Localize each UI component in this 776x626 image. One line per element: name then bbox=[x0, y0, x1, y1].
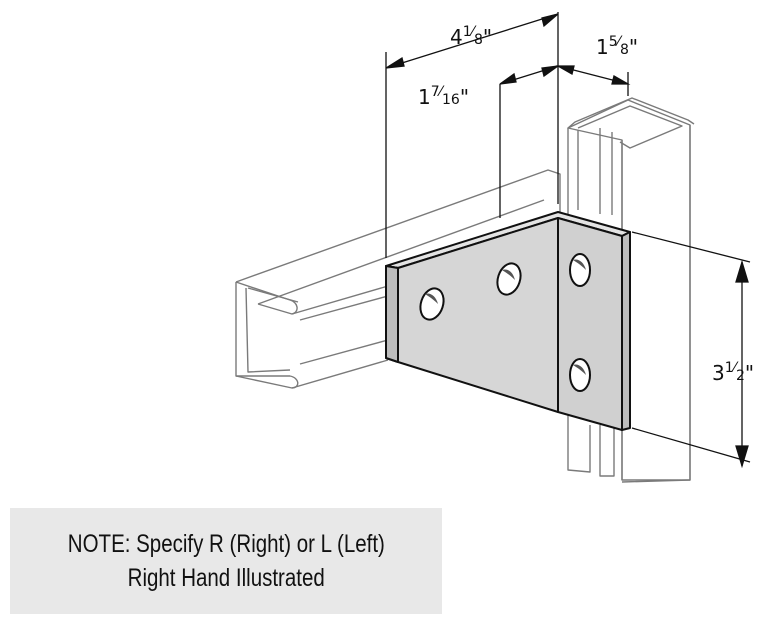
svg-text:15⁄8": 15⁄8" bbox=[596, 34, 638, 59]
hole-4 bbox=[569, 358, 591, 392]
dim-label-channel-width: 15⁄8" bbox=[596, 34, 638, 59]
hole-1 bbox=[419, 287, 445, 321]
svg-text:17⁄16": 17⁄16" bbox=[418, 84, 469, 109]
dim-label-hole-offset: 17⁄16" bbox=[418, 84, 469, 109]
hole-2 bbox=[496, 262, 522, 296]
dimension-lines bbox=[385, 12, 751, 469]
dim-label-overall-width: 41⁄8" bbox=[450, 24, 492, 49]
plate-holes bbox=[419, 253, 591, 392]
svg-text:31⁄2": 31⁄2" bbox=[712, 360, 754, 385]
note-line-2: Right Hand Illustrated bbox=[127, 564, 325, 592]
hole-3 bbox=[569, 253, 591, 287]
note-line-1: NOTE: Specify R (Right) or L (Left) bbox=[67, 530, 385, 558]
dim-label-height: 31⁄2" bbox=[712, 360, 754, 385]
svg-text:41⁄8": 41⁄8" bbox=[450, 24, 492, 49]
note-box: NOTE: Specify R (Right) or L (Left) Righ… bbox=[10, 508, 442, 614]
horizontal-channel bbox=[235, 169, 561, 389]
